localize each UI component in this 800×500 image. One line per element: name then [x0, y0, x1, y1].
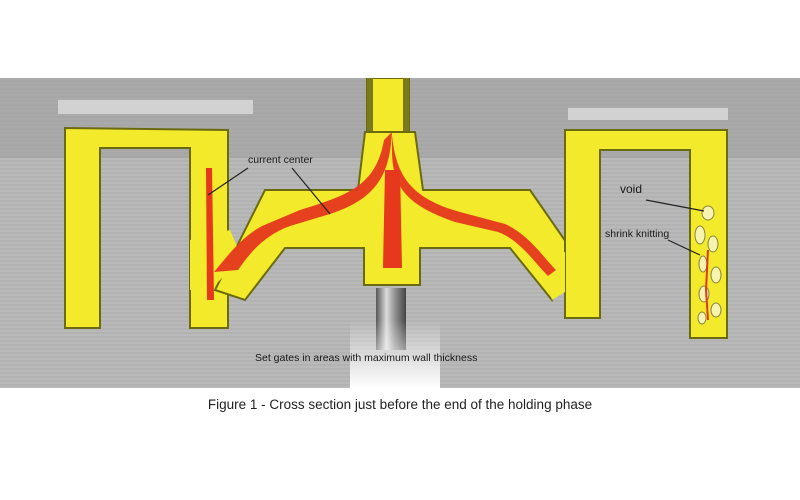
figure-caption: Figure 1 - Cross section just before the… [207, 397, 593, 412]
left-gate-link [190, 230, 242, 290]
melt-core-center [383, 170, 402, 268]
melt-core-runner [214, 132, 392, 272]
leader-shrink-knitting [667, 239, 701, 256]
label-current-center: current center [248, 154, 313, 166]
label-shrink-knitting: shrink knitting [605, 228, 669, 240]
label-void: void [620, 182, 642, 196]
melt-core-runner-right [392, 135, 556, 276]
cross-section-diagram: current center void shrink knitting Set … [0, 78, 800, 388]
shrink-knitting-line [704, 249, 709, 321]
sprue-edge-right [403, 78, 409, 138]
leader-current-center-right [291, 167, 331, 215]
sprue-edge-left [367, 78, 373, 138]
cavity-top-strip-right [568, 108, 728, 120]
melt-core-left-wall [206, 168, 214, 300]
sprue-channel [366, 78, 410, 139]
ejector-glow [350, 320, 440, 388]
leader-current-center-left [207, 167, 249, 196]
gate-note: Set gates in areas with maximum wall thi… [255, 352, 477, 364]
leader-void [645, 199, 705, 212]
cavity-top-strip-left [58, 100, 253, 114]
left-u-part [64, 126, 229, 329]
